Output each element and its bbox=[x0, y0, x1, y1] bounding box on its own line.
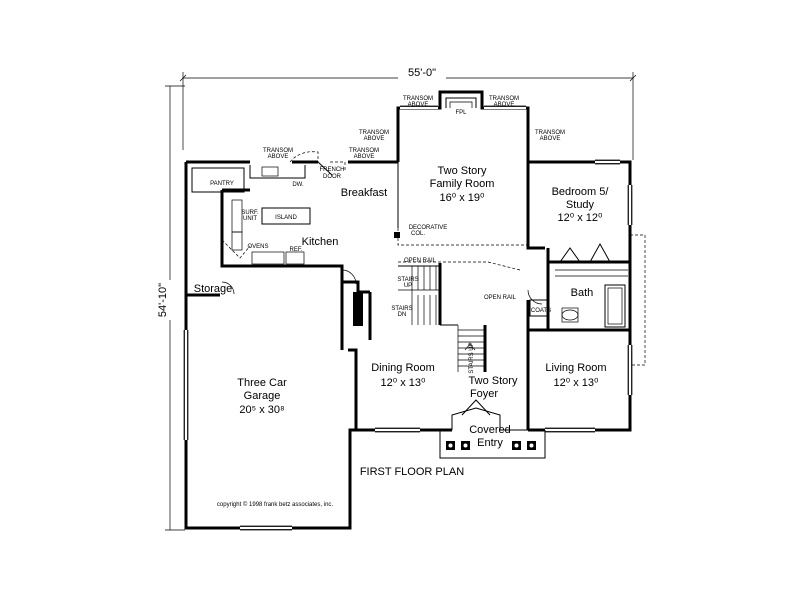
entry-porch bbox=[439, 399, 546, 459]
above-label: ABOVE bbox=[540, 136, 561, 142]
transom-labels: TRANSOM ABOVE TRANSOM ABOVE TRANSOM ABOV… bbox=[263, 96, 565, 160]
room-name: Two Story bbox=[469, 375, 518, 387]
staircase bbox=[398, 261, 521, 372]
bath-fixtures bbox=[529, 234, 646, 366]
transom-label: TRANSOM bbox=[403, 96, 433, 102]
decorative-column-marker bbox=[394, 232, 400, 238]
transom-label: TRANSOM bbox=[489, 96, 519, 102]
copyright-notice: copyright © 1998 frank betz associates, … bbox=[217, 501, 333, 508]
room-name: Three Car bbox=[237, 377, 287, 389]
windows bbox=[183, 105, 633, 531]
french-label: FRENCH bbox=[320, 167, 345, 173]
kitchen-label: Kitchen bbox=[302, 236, 339, 248]
bath-label: Bath bbox=[571, 287, 594, 299]
above-label: ABOVE bbox=[364, 136, 385, 142]
fpl-label: FPL bbox=[455, 110, 467, 116]
room-size: 12⁰ x 13⁰ bbox=[554, 377, 599, 389]
plan-title: FIRST FLOOR PLAN bbox=[360, 466, 464, 478]
transom-label: TRANSOM bbox=[263, 148, 293, 154]
interior-walls bbox=[186, 162, 630, 430]
room-name: Family Room bbox=[430, 178, 495, 190]
ovens-label: OVENS bbox=[247, 244, 268, 250]
living-room-label: Living Room 12⁰ x 13⁰ bbox=[545, 362, 606, 389]
above-label: ABOVE bbox=[408, 102, 429, 108]
room-name: Garage bbox=[244, 390, 281, 402]
family-room-label: Two Story Family Room 16⁰ x 19⁰ bbox=[430, 165, 495, 204]
storage-label: Storage bbox=[194, 283, 233, 295]
room-size: 12⁰ x 13⁰ bbox=[381, 377, 426, 389]
room-size: 20⁵ x 30⁸ bbox=[239, 404, 284, 416]
room-name: Dining Room bbox=[371, 362, 435, 374]
room-size: 12⁰ x 12⁰ bbox=[558, 212, 603, 224]
open-rail-label: OPEN RAIL bbox=[484, 295, 517, 301]
stairs-up-label: STAIRS UP bbox=[469, 342, 475, 373]
transom-label: TRANSOM bbox=[359, 130, 389, 136]
transom-label: TRANSOM bbox=[349, 148, 379, 154]
door-label: DOOR bbox=[323, 174, 342, 180]
dishwasher-label: DW. bbox=[292, 182, 304, 188]
above-label: ABOVE bbox=[354, 154, 375, 160]
surf-label: SURF. bbox=[241, 210, 259, 216]
room-size: 16⁰ x 19⁰ bbox=[440, 192, 485, 204]
open-rail-label: OPEN RAIL bbox=[404, 258, 437, 264]
covered-entry-label: Covered Entry bbox=[469, 424, 511, 449]
depth-label: 54'-10" bbox=[157, 283, 169, 317]
above-label: ABOVE bbox=[494, 102, 515, 108]
room-name: Covered bbox=[469, 424, 511, 436]
island-label: ISLAND bbox=[275, 215, 297, 221]
above-label: ABOVE bbox=[268, 154, 289, 160]
ref-label: REF. bbox=[289, 247, 302, 253]
fireplace bbox=[445, 97, 477, 108]
kitchen-counters bbox=[221, 151, 346, 265]
room-name: Two Story bbox=[438, 165, 487, 177]
pantry-label: PANTRY bbox=[210, 181, 234, 187]
width-dimension: 55'-0" bbox=[179, 65, 637, 160]
door-swings bbox=[221, 269, 543, 305]
dn-label: DN bbox=[398, 312, 407, 318]
stairs-up-label: STAIRS bbox=[397, 277, 418, 283]
breakfast-label: Breakfast bbox=[341, 187, 387, 199]
column-label: COL. bbox=[411, 231, 425, 237]
up-label: UP bbox=[404, 283, 412, 289]
garage-label: Three Car Garage 20⁵ x 30⁸ bbox=[237, 377, 287, 416]
room-name: Bedroom 5/ bbox=[552, 186, 610, 198]
foyer-label: Two Story Foyer bbox=[469, 375, 518, 400]
coats-label: COATS bbox=[531, 308, 551, 314]
bedroom-label: Bedroom 5/ Study 12⁰ x 12⁰ bbox=[552, 186, 610, 224]
transom-label: TRANSOM bbox=[535, 130, 565, 136]
room-name: Living Room bbox=[545, 362, 606, 374]
room-name: Entry bbox=[477, 437, 503, 449]
room-name: Study bbox=[566, 199, 595, 211]
unit-label: UNIT bbox=[243, 216, 257, 222]
width-label: 55'-0" bbox=[408, 67, 436, 79]
depth-dimension: 54'-10" bbox=[155, 85, 185, 531]
dining-room-label: Dining Room 12⁰ x 13⁰ bbox=[371, 362, 435, 389]
decorative-label: DECORATIVE bbox=[409, 225, 448, 231]
stairs-dn-label: STAIRS bbox=[391, 306, 412, 312]
room-name: Foyer bbox=[470, 388, 498, 400]
